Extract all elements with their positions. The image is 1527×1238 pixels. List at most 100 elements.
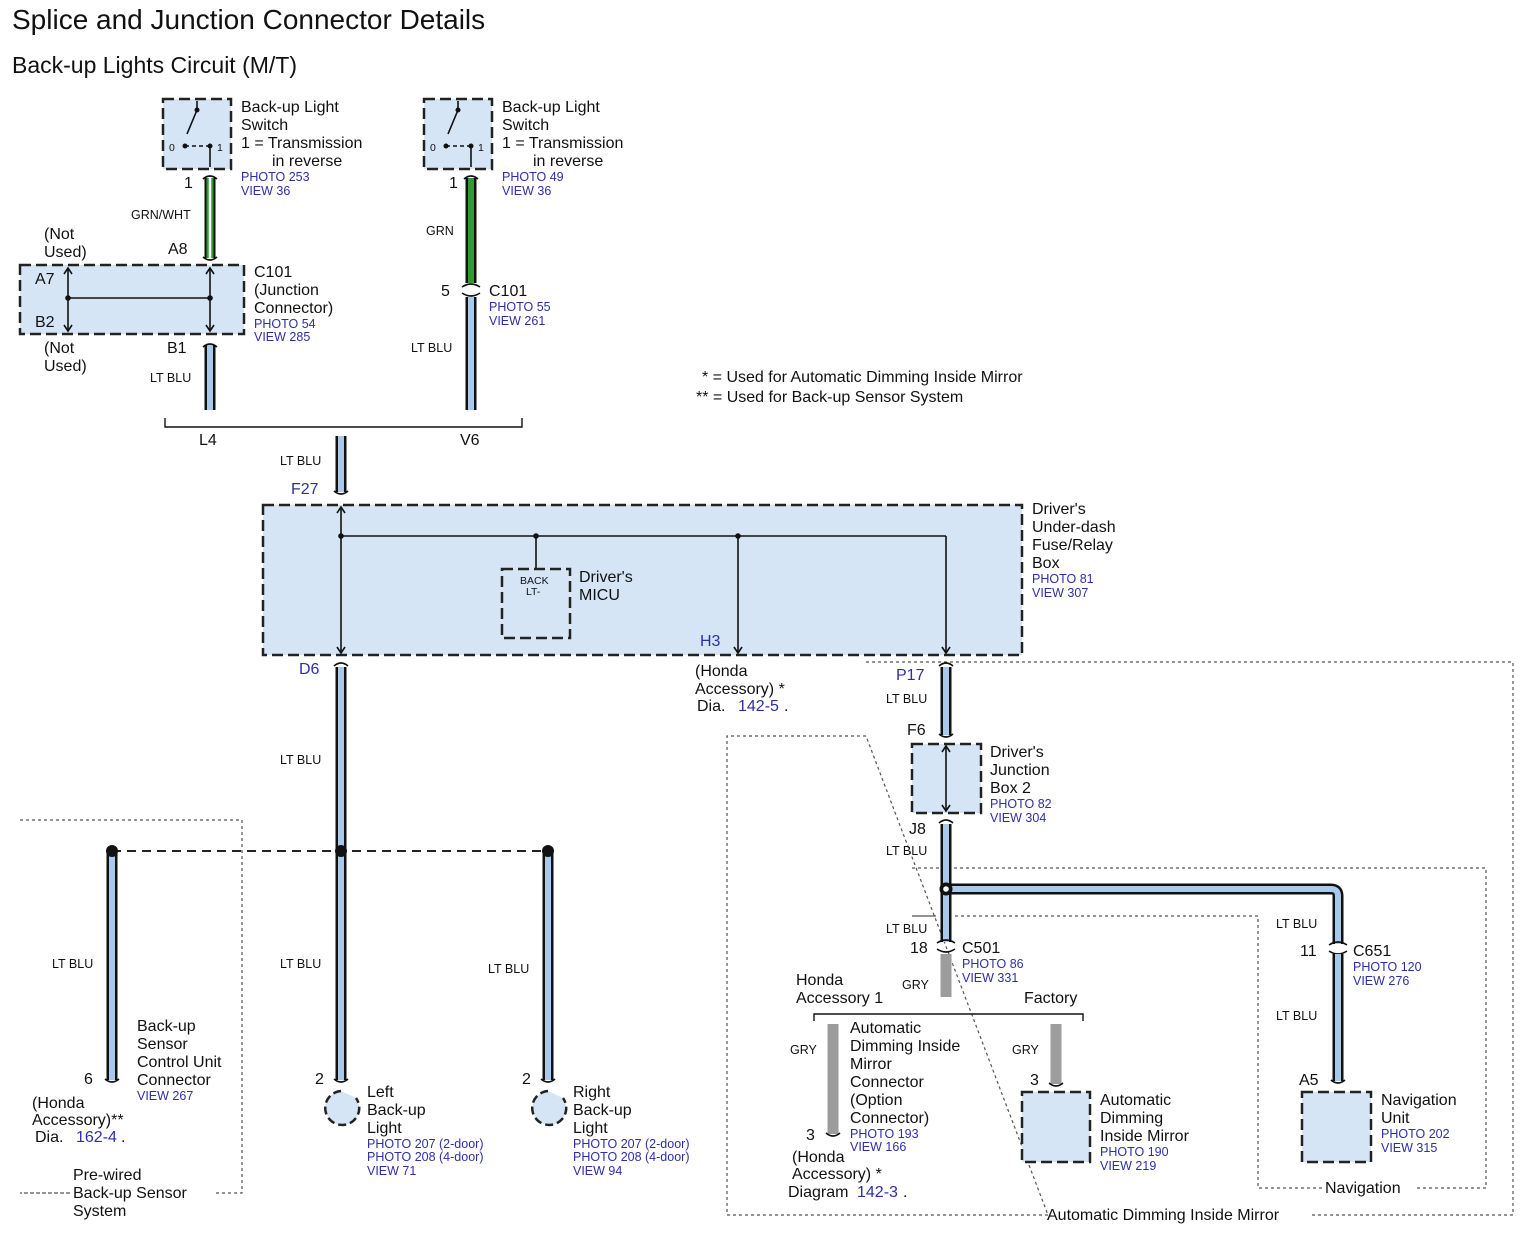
- honda-sensor-line1: (Honda: [32, 1095, 85, 1112]
- micu-box: [500, 567, 572, 640]
- c101-right: 5 C101 PHOTO 55 VIEW 261: [441, 283, 551, 328]
- c101-left-view[interactable]: VIEW 285: [254, 330, 310, 344]
- wire-label-gry-c501: GRY: [902, 978, 930, 992]
- c101-junction-connector: (Not Used) A8 A7 B2 B1 (Not Used) C101 (…: [18, 226, 333, 375]
- nav-name2: Unit: [1381, 1110, 1410, 1127]
- c101-right-pin: 5: [441, 283, 450, 300]
- adim-conn-name3: Mirror: [850, 1056, 892, 1073]
- adim-mirror-view[interactable]: VIEW 219: [1100, 1159, 1156, 1173]
- c651-view[interactable]: VIEW 276: [1353, 974, 1409, 988]
- switch-right-photo[interactable]: PHOTO 49: [502, 170, 564, 184]
- adim-mirror-name1: Automatic: [1100, 1092, 1171, 1109]
- jb2-view[interactable]: VIEW 304: [990, 811, 1046, 825]
- adim-mirror-name3: Inside Mirror: [1100, 1128, 1190, 1145]
- fuse-box-photo[interactable]: PHOTO 81: [1032, 572, 1094, 586]
- switch-left-photo[interactable]: PHOTO 253: [241, 170, 310, 184]
- legend-star2: ** = Used for Back-up Sensor System: [696, 389, 963, 406]
- wire-grn-wht: GRN/WHT: [131, 175, 218, 261]
- fuse-box-view[interactable]: VIEW 307: [1032, 586, 1088, 600]
- honda-diag-ref[interactable]: 142-3: [857, 1184, 898, 1201]
- switch-right-pos1: 1: [478, 142, 484, 154]
- c101-right-view[interactable]: VIEW 261: [489, 314, 545, 328]
- wire-label-lt-blu-d6: LT BLU: [280, 753, 321, 767]
- c651-name: C651: [1353, 943, 1391, 960]
- honda-h3-ref[interactable]: 142-5: [738, 698, 779, 715]
- switch-right-name1: Back-up Light: [502, 99, 600, 116]
- honda-h3-line3: Dia.: [697, 698, 725, 715]
- adim-mirror-box: [1020, 1090, 1092, 1164]
- legend: * = Used for Automatic Dimming Inside Mi…: [696, 369, 1023, 406]
- c101-right-photo[interactable]: PHOTO 55: [489, 300, 551, 314]
- jb2-name1: Driver's: [990, 744, 1044, 761]
- regions: [20, 661, 1514, 1216]
- honda-diag-dot: .: [903, 1184, 907, 1201]
- c101-left-photo[interactable]: PHOTO 54: [254, 317, 316, 331]
- c501-photo[interactable]: PHOTO 86: [962, 957, 1024, 971]
- nav-photo[interactable]: PHOTO 202: [1381, 1127, 1450, 1141]
- jb2-name3: Box 2: [990, 780, 1031, 797]
- fuse-box-name1: Driver's: [1032, 501, 1086, 518]
- honda-sensor-line2: Accessory)**: [32, 1112, 124, 1129]
- wire-grn: GRN: [426, 175, 479, 283]
- adim-conn-photo[interactable]: PHOTO 193: [850, 1127, 919, 1141]
- wire-label-lt-blu-sensor: LT BLU: [52, 957, 93, 971]
- left-light-view[interactable]: VIEW 71: [367, 1164, 416, 1178]
- jb2-photo[interactable]: PHOTO 82: [990, 797, 1052, 811]
- c101-pin-a7: A7: [35, 271, 55, 288]
- c101-left-name1: C101: [254, 264, 292, 281]
- honda-h3-line2: Accessory) *: [695, 681, 785, 698]
- right-light-photo1[interactable]: PHOTO 207 (2-door): [573, 1137, 689, 1151]
- adim-mirror-factory: GRY 3 Automatic Dimming Inside Mirror PH…: [1012, 1024, 1190, 1173]
- jb2-pin-f6: F6: [907, 722, 926, 739]
- c101-left-name2: (Junction: [254, 282, 319, 299]
- wire-label-gry-option: GRY: [790, 1043, 818, 1057]
- adim-conn-view[interactable]: VIEW 166: [850, 1140, 906, 1154]
- honda-h3-line1: (Honda: [695, 663, 748, 680]
- honda-acc1-line1: Honda: [796, 972, 843, 989]
- adim-mirror-photo[interactable]: PHOTO 190: [1100, 1145, 1169, 1159]
- prewired-line3: System: [73, 1203, 126, 1220]
- fuse-box-name4: Box: [1032, 555, 1060, 572]
- right-light-name3: Light: [573, 1120, 608, 1137]
- fuse-box-name3: Fuse/Relay: [1032, 537, 1113, 554]
- wire-label-lt-blu-p17: LT BLU: [886, 692, 927, 706]
- left-light-photo2[interactable]: PHOTO 208 (4-door): [367, 1150, 483, 1164]
- splice-sensor: [106, 845, 118, 857]
- nav-view[interactable]: VIEW 315: [1381, 1141, 1437, 1155]
- wire-label-lt-blu-j8: LT BLU: [886, 844, 927, 858]
- fuse-pin-d6: D6: [299, 661, 320, 678]
- c651-photo[interactable]: PHOTO 120: [1353, 960, 1422, 974]
- page-subtitle: Back-up Lights Circuit (M/T): [12, 52, 297, 78]
- region-label-auto-dim: Automatic Dimming Inside Mirror: [1047, 1207, 1280, 1224]
- right-light-view[interactable]: VIEW 94: [573, 1164, 622, 1178]
- bracket-v6: V6: [460, 432, 480, 449]
- c101-pin-b2: B2: [35, 314, 55, 331]
- splice-right: [542, 845, 554, 857]
- honda-sensor-ref[interactable]: 162-4: [76, 1129, 117, 1146]
- region-prewired-sensor: [20, 819, 243, 1194]
- switch-right-pin: 1: [449, 175, 458, 192]
- wire-label-lt-blu-right: LT BLU: [488, 962, 529, 976]
- switch-left-desc1: 1 = Transmission: [241, 135, 362, 152]
- c501-view[interactable]: VIEW 331: [962, 971, 1018, 985]
- navigation-branch: 11 C651 PHOTO 120 VIEW 276 LT BLU A5 Nav…: [1276, 941, 1457, 1164]
- wire-label-lt-blu-c651: LT BLU: [1276, 917, 1317, 931]
- c101-left-box: [18, 263, 246, 336]
- nav-pin: A5: [1299, 1072, 1319, 1089]
- switch-left-pin: 1: [184, 175, 193, 192]
- left-light-photo1[interactable]: PHOTO 207 (2-door): [367, 1137, 483, 1151]
- honda-sensor-dot: .: [121, 1129, 125, 1146]
- right-light-photo2[interactable]: PHOTO 208 (4-door): [573, 1150, 689, 1164]
- sensor-view[interactable]: VIEW 267: [137, 1089, 193, 1103]
- honda-acc1-line2: Accessory 1: [796, 990, 883, 1007]
- junction-box-2: Driver's Junction Box 2 PHOTO 82 VIEW 30…: [909, 742, 1052, 838]
- right-light-pin: 2: [522, 1071, 531, 1088]
- c501-pin: 18: [910, 940, 928, 957]
- sensor-name3: Control Unit: [137, 1054, 222, 1071]
- switch-right-view[interactable]: VIEW 36: [502, 184, 551, 198]
- adim-mirror-name2: Dimming: [1100, 1110, 1163, 1127]
- wire-j8-branch: LT BLU LT BLU LT BLU: [886, 819, 1344, 944]
- switch-left-view[interactable]: VIEW 36: [241, 184, 290, 198]
- bracket-l4: L4: [199, 432, 217, 449]
